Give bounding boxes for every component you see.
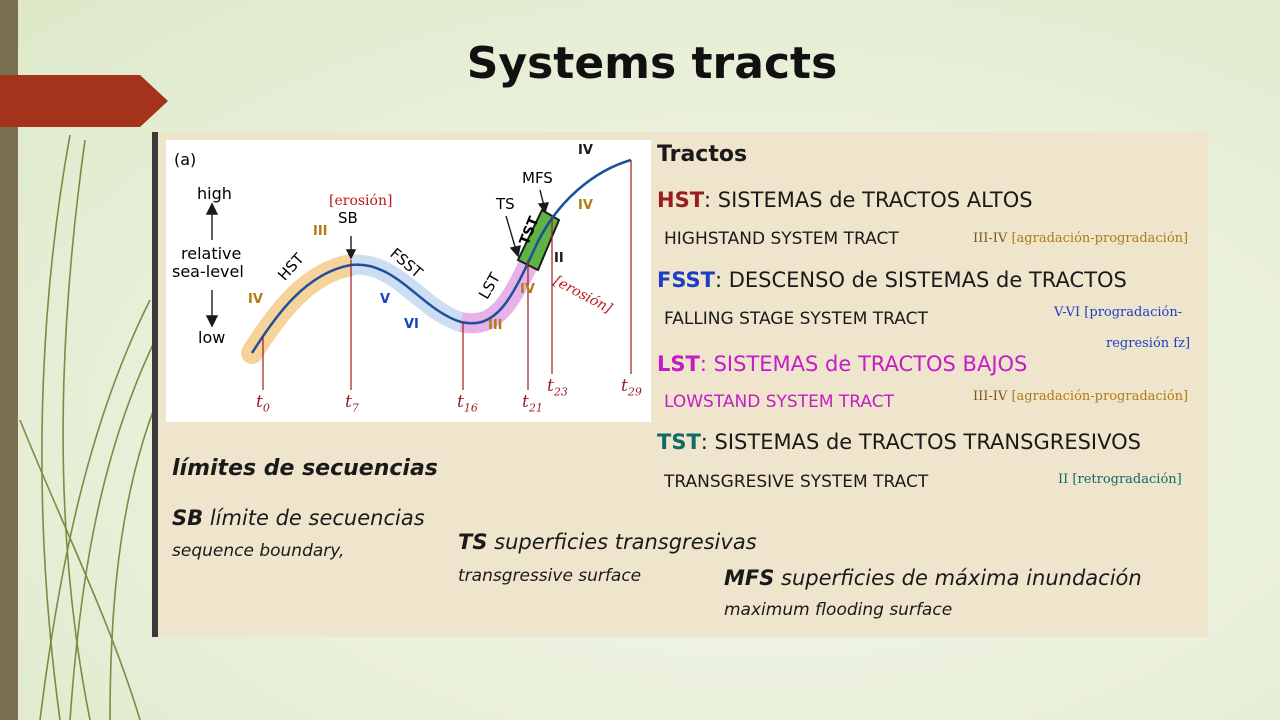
time-label-t23: t23 bbox=[547, 376, 568, 399]
roman-iv-right: IV bbox=[578, 198, 593, 213]
mfs-definition: MFS superficies de máxima inundación bbox=[724, 566, 1142, 590]
lst-subtitle: LOWSTAND SYSTEM TRACT bbox=[664, 392, 895, 412]
ts-definition: TS superficies transgresivas bbox=[458, 530, 757, 554]
tractos-heading: Tractos bbox=[657, 142, 748, 167]
tst-line: TST: SISTEMAS de TRACTOS TRANSGRESIVOS bbox=[657, 430, 1141, 454]
y-axis-label-line2: sea-level bbox=[172, 262, 244, 281]
y-axis-label-line1: relative bbox=[181, 244, 242, 263]
sb-label: SB bbox=[338, 209, 358, 227]
red-arrow-tab bbox=[0, 75, 168, 127]
erosion-left-label: [erosión] bbox=[329, 193, 393, 209]
roman-iii-mid: III bbox=[488, 318, 503, 333]
y-axis-high-label: high bbox=[197, 184, 232, 203]
roman-iv-mid: IV bbox=[520, 282, 535, 297]
sea-level-curve-diagram bbox=[205, 158, 632, 390]
time-label-t21: t21 bbox=[522, 392, 543, 415]
y-axis-low-label: low bbox=[198, 328, 226, 347]
tst-note: II [retrogradación] bbox=[1058, 472, 1182, 487]
roman-iv-left: IV bbox=[248, 292, 263, 307]
time-label-t0: t0 bbox=[256, 392, 270, 415]
time-label-t29: t29 bbox=[621, 376, 642, 399]
fsst-note-line1: V-VI [progradación- bbox=[1054, 305, 1183, 320]
decorative-curves bbox=[19, 134, 176, 720]
sb-definition: SB límite de secuencias bbox=[172, 506, 425, 530]
time-label-t16: t16 bbox=[457, 392, 478, 415]
sb-english: sequence boundary, bbox=[172, 541, 345, 561]
roman-v: V bbox=[380, 292, 391, 307]
fsst-note-line2: regresión fz] bbox=[1106, 336, 1191, 351]
roman-iii-left: III bbox=[313, 224, 328, 239]
lst-note: III-IV [agradación-progradación] bbox=[973, 389, 1189, 404]
fsst-subtitle: FALLING STAGE SYSTEM TRACT bbox=[664, 309, 928, 329]
roman-ii: II bbox=[554, 251, 564, 266]
sea-level-figure: (a) high relative sea-level low [erosión… bbox=[166, 140, 651, 422]
hst-band bbox=[241, 254, 362, 364]
content-panel: (a) high relative sea-level low [erosión… bbox=[152, 132, 1208, 637]
lst-line: LST: SISTEMAS de TRACTOS BAJOS bbox=[657, 352, 1028, 376]
panel-label: (a) bbox=[174, 150, 197, 169]
roman-iv-top: IV bbox=[578, 143, 593, 158]
ts-pointer-arrow bbox=[505, 215, 517, 251]
sea-level-curve bbox=[250, 158, 632, 354]
limites-heading: límites de secuencias bbox=[172, 456, 438, 481]
roman-vi: VI bbox=[404, 317, 419, 332]
mfs-english: maximum flooding surface bbox=[724, 600, 953, 620]
hst-line: HST: SISTEMAS de TRACTOS ALTOS bbox=[657, 188, 1033, 212]
ts-english: transgressive surface bbox=[458, 566, 642, 586]
slide-title: Systems tracts bbox=[466, 38, 838, 89]
hst-note: III-IV [agradación-progradación] bbox=[973, 231, 1189, 246]
fsst-line: FSST: DESCENSO de SISTEMAS de TRACTOS bbox=[657, 268, 1127, 292]
tst-subtitle: TRANSGRESIVE SYSTEM TRACT bbox=[664, 472, 929, 492]
ts-label: TS bbox=[496, 195, 515, 213]
time-label-t7: t7 bbox=[345, 392, 359, 415]
hst-subtitle: HIGHSTAND SYSTEM TRACT bbox=[664, 229, 899, 249]
left-accent-bar bbox=[0, 0, 18, 720]
mfs-label: MFS bbox=[522, 169, 553, 187]
